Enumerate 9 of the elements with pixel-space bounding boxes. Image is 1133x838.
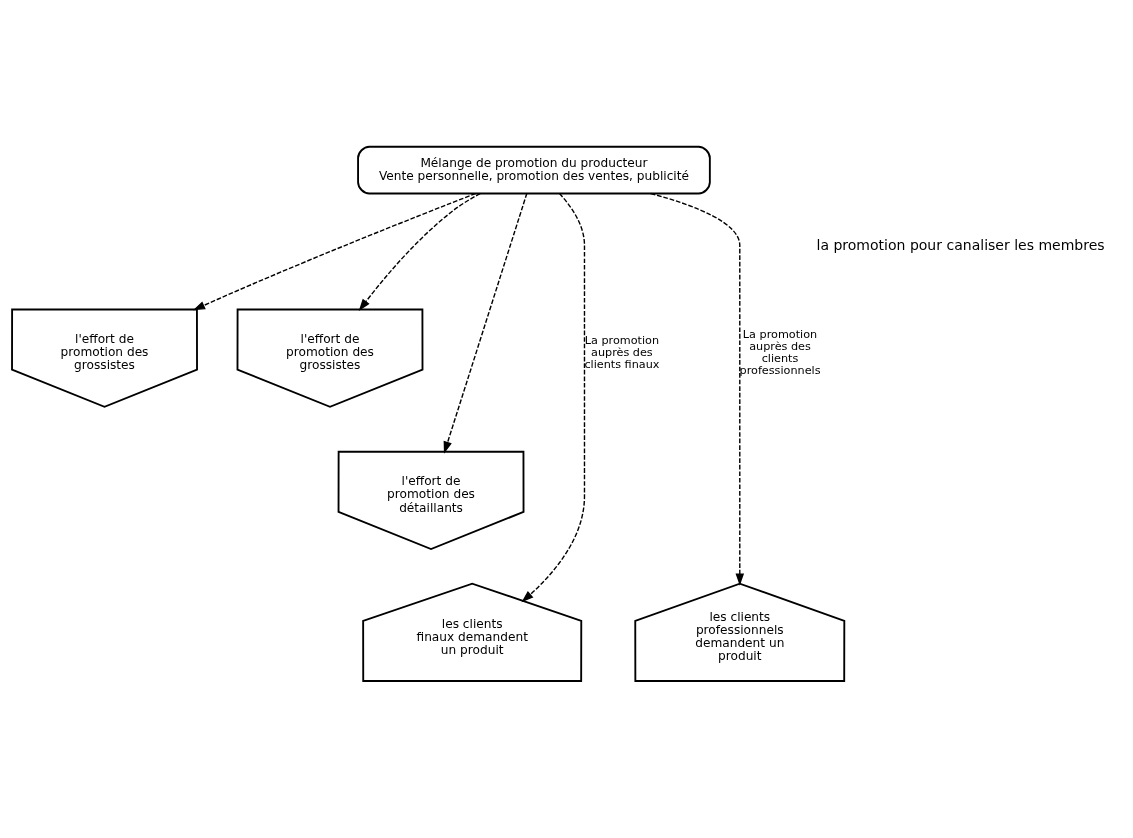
label: la promotion pour canaliser les membres bbox=[816, 236, 1105, 253]
node-box: Mélange de promotion du producteur Vente personnelle, promotion des ventes, publicité bbox=[357, 145, 711, 195]
edge-label: La promotion auprès des clients finaux bbox=[584, 333, 660, 372]
arrow bbox=[521, 192, 586, 603]
arrow bbox=[192, 192, 477, 311]
arrow bbox=[650, 192, 745, 586]
arrow bbox=[358, 192, 481, 311]
edge-label: La promotion auprès des clients professionnels bbox=[739, 327, 821, 378]
arrow bbox=[443, 192, 528, 454]
